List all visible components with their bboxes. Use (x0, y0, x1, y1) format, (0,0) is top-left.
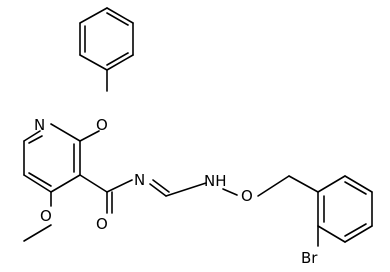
atom-o-oxyamine: O (241, 187, 253, 205)
amide-chain (79, 174, 319, 214)
atom-o-phenoxy: O (96, 116, 108, 134)
atom-o-carbonyl: O (96, 215, 108, 233)
atom-labels: N O O O N NH O Br (34, 116, 318, 267)
atom-o-methoxy: O (40, 207, 52, 225)
phenoxy-linker (79, 69, 108, 142)
atom-br: Br (301, 249, 318, 267)
phenyl-ring (79, 7, 134, 71)
bromophenyl-ring (317, 175, 373, 247)
atom-n-pyridine: N (34, 116, 45, 134)
atom-nh-amine: NH (204, 172, 227, 190)
pyridine-ring (23, 123, 81, 193)
atom-n-imine: N (134, 171, 145, 189)
methoxy-group (23, 191, 52, 242)
